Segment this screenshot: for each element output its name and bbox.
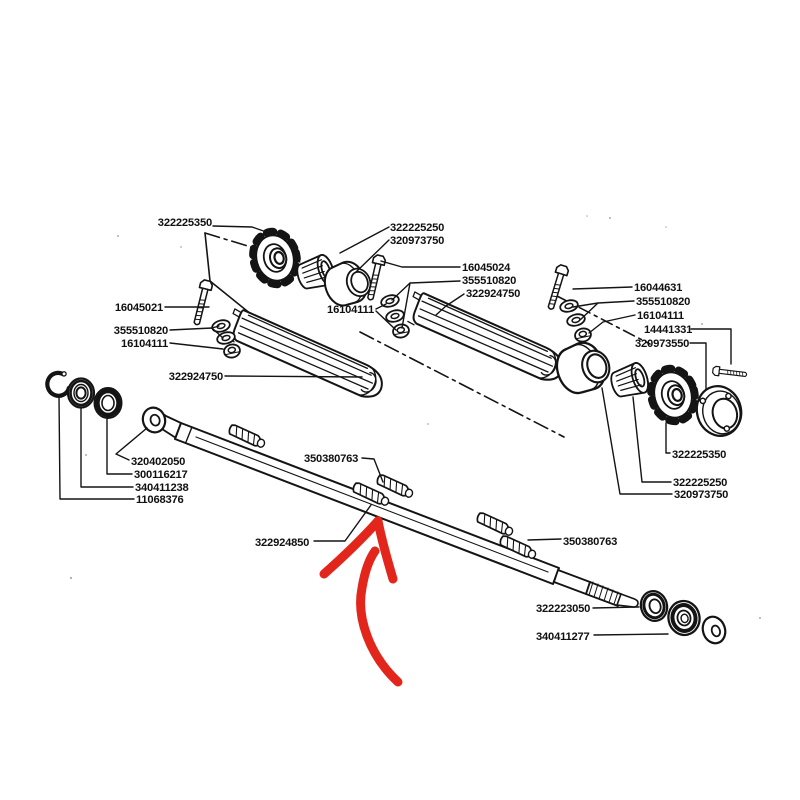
sprocket-right	[645, 364, 700, 426]
part-label: 16104111	[327, 304, 374, 316]
red-highlight-arrow	[319, 516, 403, 687]
part-label: 355510820	[636, 296, 690, 308]
part-label: 16104111	[637, 310, 684, 322]
bearing-race-end	[639, 590, 669, 622]
spline-bushing-right	[607, 360, 653, 403]
part-label: 16044631	[634, 282, 682, 294]
part-label: 350380763	[304, 453, 358, 465]
feed-slat-right	[400, 289, 571, 386]
part-label: 322924750	[169, 371, 223, 383]
bearing-front-left	[66, 377, 96, 409]
part-label: 350380763	[563, 536, 617, 548]
lug-c-floating	[474, 511, 516, 538]
part-label: 322225250	[673, 477, 727, 489]
axle-shaft	[157, 413, 639, 608]
part-label: 320973550	[635, 338, 689, 350]
part-label: 355510820	[114, 325, 168, 337]
part-label: 322225350	[672, 449, 726, 461]
part-label: 14441331	[644, 324, 692, 336]
flange-cap	[695, 385, 743, 437]
pin-bolt-right	[711, 365, 748, 380]
sprocket-left	[247, 227, 302, 289]
part-label: 322225250	[390, 222, 444, 234]
part-label: 320973750	[390, 235, 444, 247]
collar-right	[549, 334, 617, 401]
bolt-left	[189, 278, 214, 327]
part-label: 320973750	[674, 489, 728, 501]
washer-stack-mid	[378, 292, 412, 340]
part-label: 355510820	[462, 275, 516, 287]
part-label: 322225350	[158, 217, 212, 229]
part-label: 16045024	[462, 262, 511, 274]
thrust-washer	[141, 406, 167, 434]
part-label: 340411277	[536, 631, 590, 643]
part-label: 322924750	[466, 288, 520, 300]
feed-slat-left	[220, 306, 391, 403]
bearing-end	[667, 599, 701, 637]
washer-end	[701, 615, 727, 645]
part-label: 300116217	[134, 469, 188, 481]
part-number-labels: 322225350 322225250 320973750 16045024 3…	[114, 217, 729, 643]
part-label: 11068376	[136, 494, 184, 506]
part-label: 320402050	[131, 456, 185, 468]
part-label: 322924850	[255, 537, 309, 549]
part-label: 16045021	[115, 302, 163, 314]
scan-speckles	[69, 215, 761, 619]
part-label: 340411238	[135, 482, 189, 494]
leader-lines	[58, 225, 732, 636]
part-label: 322223050	[536, 603, 590, 615]
part-label: 16104111	[121, 338, 168, 350]
seal-ring	[93, 387, 123, 419]
